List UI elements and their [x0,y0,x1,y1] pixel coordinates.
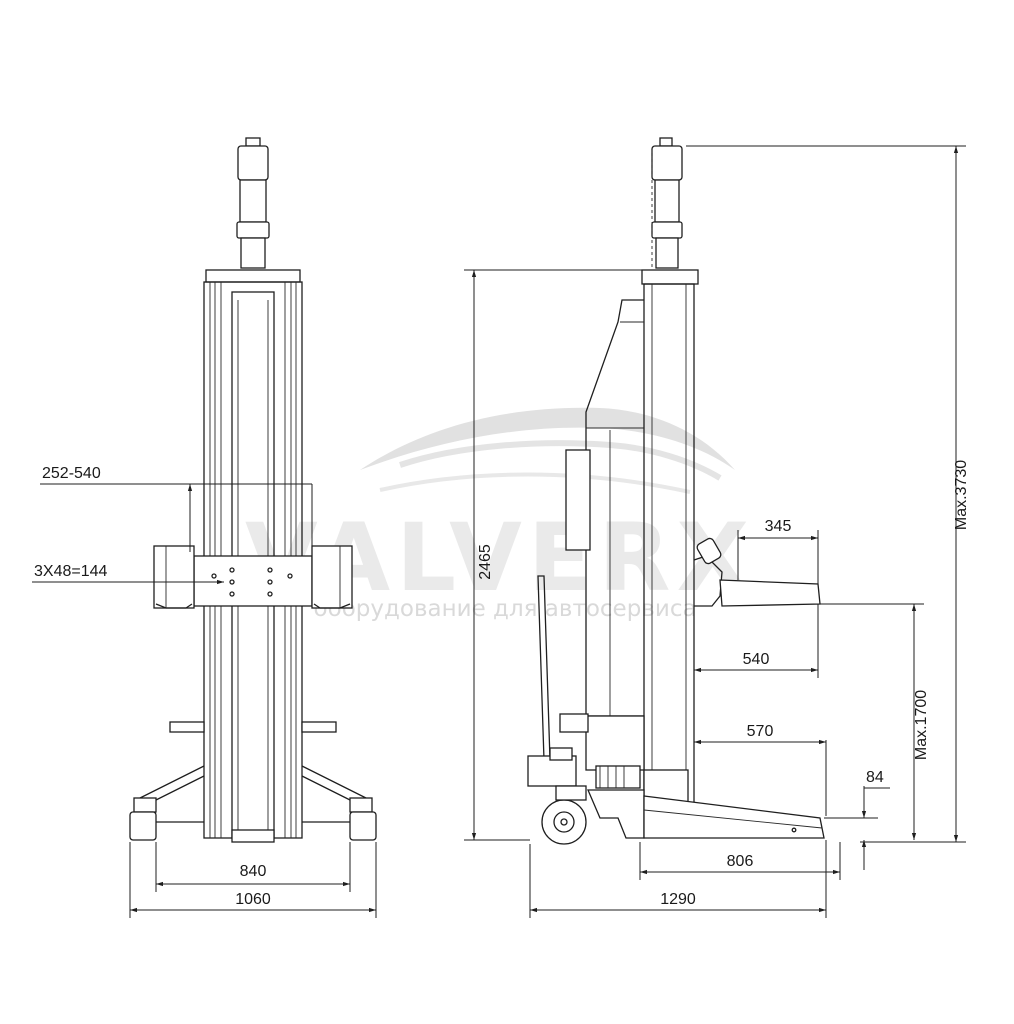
dim-overall-depth: 1290 [529,840,827,918]
dim-column-height-label: 2465 [477,544,494,580]
dim-fork-width: 252-540 [40,465,313,552]
front-view [129,137,377,843]
dim-holes: 3X48=144 [32,563,224,585]
dim-base-length: 806 [639,842,841,880]
dim-wheel-track-label: 840 [240,863,267,880]
watermark-car-logo [360,407,735,494]
side-dimensions: Max.3730 2465 345 540 Max.1700 570 [464,145,970,918]
dim-max-height: Max.3730 [686,145,970,843]
dim-fork-length-label: 345 [765,518,792,535]
dim-fork-reach: 540 [694,604,819,678]
dim-min-height: 84 [824,769,890,870]
dim-max-height-label: Max.3730 [953,460,970,530]
front-carriage [153,545,353,609]
dim-base-reach-label: 570 [747,723,774,740]
side-view [527,137,825,845]
side-housing [565,299,644,717]
dim-min-height-label: 84 [866,769,884,786]
side-wheel [541,785,587,845]
dim-fork-width-label: 252-540 [42,465,101,482]
side-fork [693,537,821,607]
dim-wheel-track: 840 [155,842,351,892]
dim-holes-label: 3X48=144 [34,563,108,580]
dim-max-lift-label: Max.1700 [913,690,930,760]
dim-base-length-label: 806 [727,853,754,870]
side-column-cap [641,269,699,285]
side-base [587,789,825,839]
dim-max-lift: Max.1700 [818,603,930,840]
watermark-tagline: оборудование для автосервиса [313,596,696,622]
front-ram [236,137,270,269]
side-ram [651,137,683,269]
dim-base-reach: 570 [694,723,827,816]
side-handle [527,575,577,787]
front-base [129,765,377,841]
dim-overall-width: 1060 [129,842,377,918]
dim-fork-reach-label: 540 [743,651,770,668]
front-column-cap [205,269,301,283]
front-dimensions: 252-540 3X48=144 840 1060 [32,465,377,918]
dim-overall-depth-label: 1290 [660,891,696,908]
dim-column-height: 2465 [464,269,644,841]
front-handles [169,721,337,733]
dim-fork-length: 345 [737,518,819,584]
dim-overall-width-label: 1060 [235,891,271,908]
